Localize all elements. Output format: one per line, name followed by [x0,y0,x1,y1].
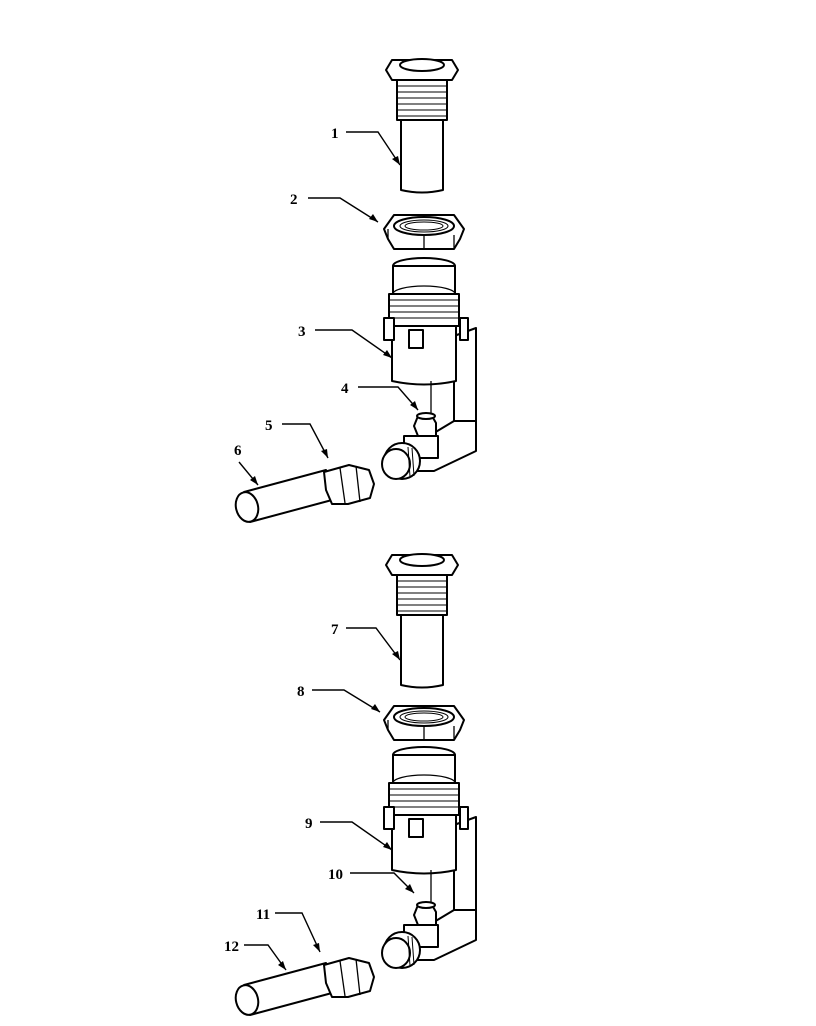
part-7-threaded-tube [385,553,459,689]
leader-10 [350,872,415,894]
assembly-upper [231,58,477,526]
leader-11 [275,912,321,953]
callout-4: 4 [341,381,349,397]
callout-2: 2 [290,192,298,208]
part-12-pipe [231,957,375,1019]
callout-8: 8 [297,684,305,700]
callout-3: 3 [298,324,306,340]
leader-5 [282,423,329,459]
leader-lines [238,131,419,971]
part-3-elbow-body [381,257,477,480]
callout-9: 9 [305,816,313,832]
part-9-elbow-body [381,746,477,969]
leader-3 [315,329,393,359]
leader-12 [244,944,287,971]
callout-11: 11 [256,907,270,923]
part-1-threaded-tube [385,58,459,194]
leader-2 [308,197,379,223]
leader-7 [346,627,401,661]
leader-8 [312,689,381,713]
callout-5: 5 [265,418,273,434]
part-8-lock-nut [383,705,465,741]
leader-9 [320,821,393,851]
leader-4 [358,386,419,411]
callout-10: 10 [328,867,343,883]
callout-12: 12 [224,939,239,955]
leader-1 [346,131,401,166]
part-6-pipe [231,464,375,526]
callout-1: 1 [331,126,339,142]
callout-6: 6 [234,443,242,459]
part-2-lock-nut [383,214,465,250]
callout-7: 7 [331,622,339,638]
callout-labels: 1 2 3 4 5 6 7 8 9 10 11 12 [224,126,349,955]
